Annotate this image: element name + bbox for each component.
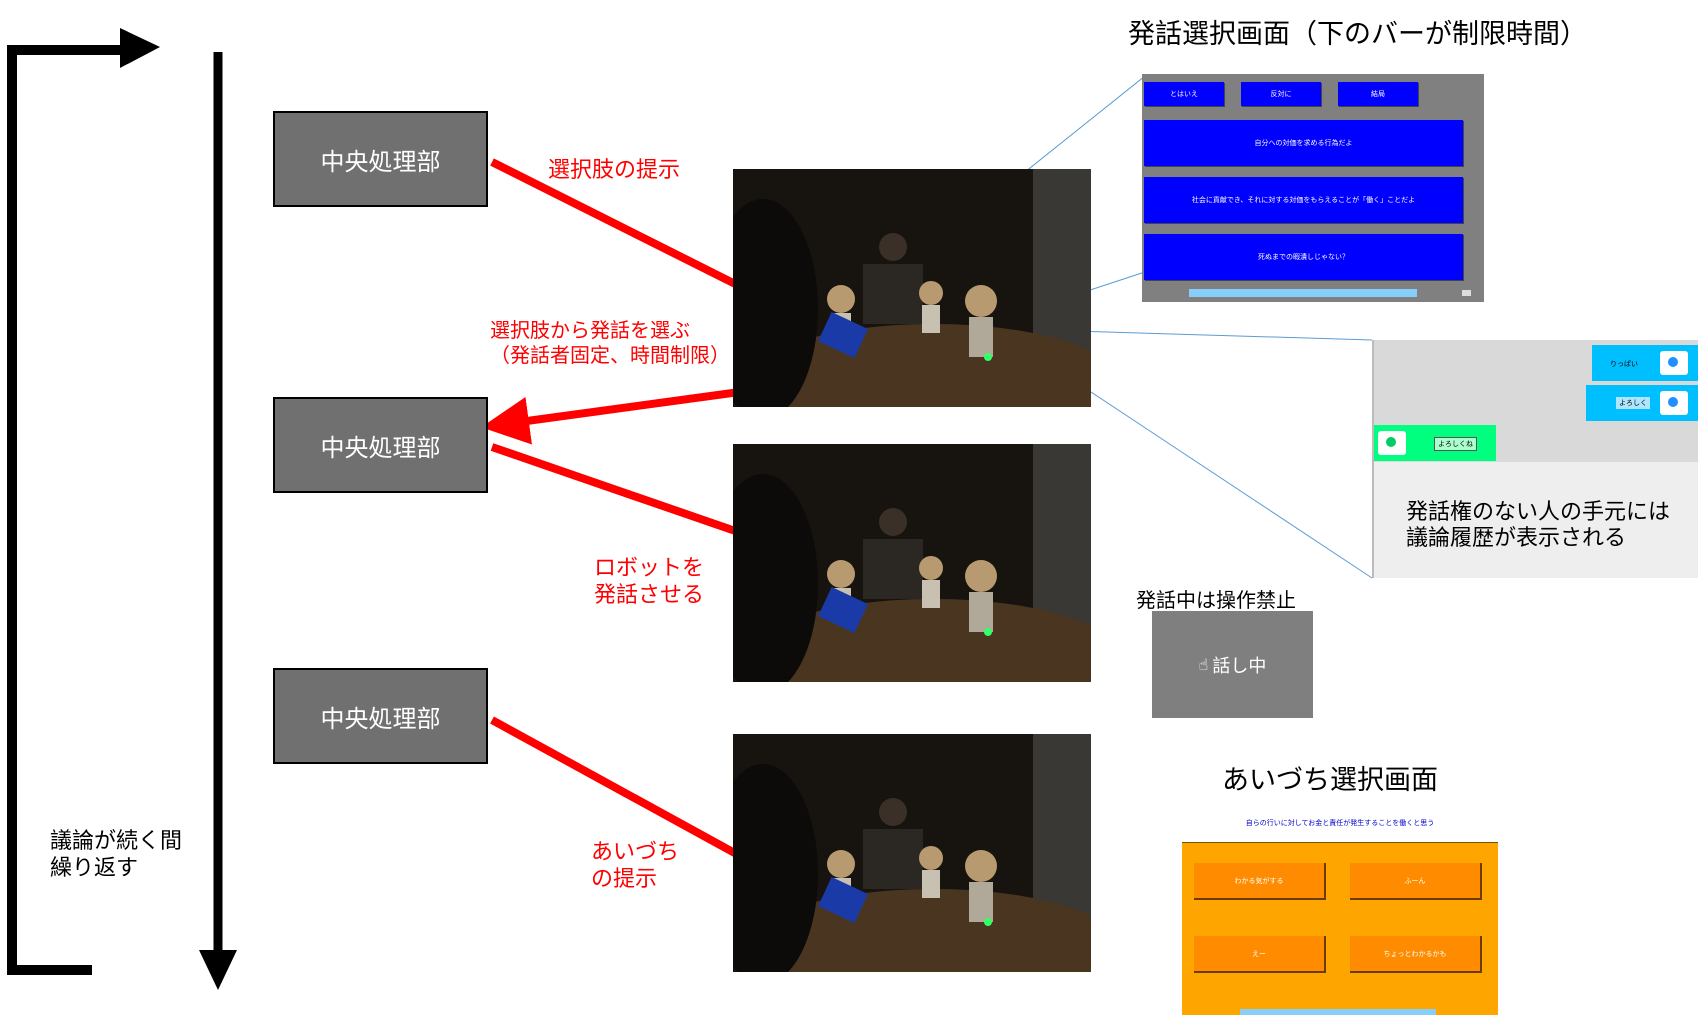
top-button[interactable]: 結局 [1338, 82, 1418, 106]
experiment-photo [733, 444, 1091, 682]
loop-bracket [7, 45, 130, 975]
timeline-arrowhead [199, 950, 237, 990]
aizuchi-option[interactable]: えー [1194, 936, 1326, 973]
loop-label: 議論が続く間 繰り返す [50, 829, 183, 881]
utterance-select-screen: とはいえ 反対に 結局 自分への対価を求める行為だよ 社会に貢献でき、それに対す… [1142, 74, 1484, 302]
time-limit-bar [1189, 289, 1417, 297]
leader-line [1039, 329, 1373, 341]
aizuchi-select-screen: わかる気がする ふーん えー ちょっとわかるかも [1182, 842, 1498, 1015]
label-aizuchi: あいづち の提示 [591, 840, 680, 892]
label-present-options: 選択肢の提示 [548, 158, 681, 183]
utterance-option[interactable]: 社会に貢献でき、それに対する対価をもらえることが「働く」ことだよ [1144, 177, 1463, 223]
aizuchi-option[interactable]: わかる気がする [1194, 863, 1326, 900]
experiment-photo [733, 169, 1091, 407]
avatar-icon [1660, 391, 1688, 415]
small-icon [1462, 290, 1471, 296]
central-processor-box: 中央処理部 [273, 397, 488, 493]
time-limit-bar [1240, 1009, 1436, 1015]
busy-caption: 発話中は操作禁止 [1136, 588, 1296, 612]
aizuchi-screen-title: あいづち選択画面 [1222, 765, 1438, 796]
aizuchi-prompt: 自らの行いに対してお金と責任が発生することを働くと思う [1245, 819, 1435, 827]
top-button[interactable]: とはいえ [1144, 82, 1224, 106]
aizuchi-option[interactable]: ちょっとわかるかも [1350, 936, 1482, 973]
loop-bracket-arrowhead [120, 28, 160, 68]
utterance-option[interactable]: 自分への対価を求める行為だよ [1144, 120, 1463, 166]
history-caption: 発話権のない人の手元には 議論履歴が表示される [1406, 500, 1671, 551]
history-bubble: よろしく [1586, 385, 1698, 421]
avatar-icon [1660, 351, 1688, 375]
avatar-icon [1378, 431, 1406, 455]
top-button[interactable]: 反対に [1241, 82, 1321, 106]
history-bubble: よろしくね [1374, 425, 1496, 461]
central-processor-box: 中央処理部 [273, 111, 488, 207]
aizuchi-option[interactable]: ふーん [1350, 863, 1482, 900]
history-panel: りっぱい よろしく よろしくね 発話権のない人の手元には 議論履歴が表示される [1372, 340, 1698, 578]
experiment-photo [733, 734, 1091, 972]
scene-illustration [733, 169, 1091, 407]
scene-illustration [733, 734, 1091, 972]
history-bubble: りっぱい [1592, 345, 1698, 381]
hand-pointer-icon: ☝ [1198, 655, 1209, 674]
label-robot-speak: ロボットを 発話させる [594, 556, 705, 608]
label-select-utterance: 選択肢から発話を選ぶ （発話者固定、時間制限） [490, 318, 730, 367]
utterance-screen-title: 発話選択画面（下のバーが制限時間） [1128, 19, 1587, 50]
central-processor-box: 中央処理部 [273, 668, 488, 764]
scene-illustration [733, 444, 1091, 682]
utterance-option[interactable]: 死ぬまでの暇潰しじゃない？ [1144, 234, 1463, 280]
busy-button: ☝ 話し中 [1152, 611, 1313, 718]
